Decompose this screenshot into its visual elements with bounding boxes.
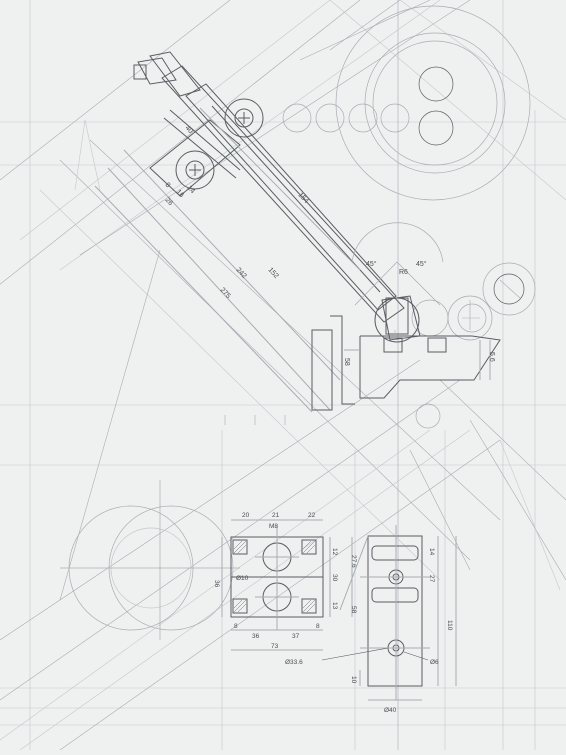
dim-bottom-36: 36: [252, 633, 260, 640]
dim-5-6: 5.6: [488, 352, 495, 362]
leader-dia-33-6: Ø33.6: [285, 659, 303, 666]
arm-assembly: [94, 51, 405, 413]
side-view: [321, 525, 457, 701]
hole-dia-10: Ø10: [236, 575, 249, 582]
dim-8: 8: [164, 182, 172, 190]
dim-top-21: 21: [272, 512, 280, 519]
dim-width-40: Ø40: [384, 707, 397, 714]
dim-242: 242: [235, 267, 248, 280]
angle-arcs: [351, 222, 444, 306]
dim-bottom-37: 37: [292, 633, 300, 640]
dim-45-right: 45°: [416, 260, 427, 268]
dim-275: 275: [219, 287, 232, 300]
tick-marks: [224, 279, 521, 425]
front-view: [221, 519, 353, 651]
dim-side-27: 27: [428, 575, 435, 583]
front-view-labels: 20 21 22 M8 Ø10 36 12 27.6 30 13 58 8 36…: [213, 512, 357, 666]
dim-left-36: 36: [213, 580, 220, 588]
base-block: [311, 295, 501, 411]
dim-58: 58: [343, 358, 350, 366]
thread-m8: M8: [269, 523, 278, 530]
dim-bottom-8-right: 8: [316, 623, 320, 630]
dim-right-58: 58: [350, 606, 357, 614]
dim-26: 26: [164, 197, 175, 208]
side-view-labels: 14 27 110 Ø6 10 Ø40: [350, 548, 453, 714]
dim-40: 40: [184, 125, 195, 136]
dim-top-20: 20: [242, 512, 250, 519]
dim-right-27-6: 27.6: [350, 555, 357, 568]
dim-14: 14: [186, 185, 197, 196]
dim-offset-10: 10: [350, 676, 357, 684]
dim-16: 16: [175, 189, 186, 200]
dim-overall-73: 73: [271, 643, 279, 650]
dim-side-14: 14: [428, 548, 435, 556]
gear-construction-circles: [282, 5, 536, 429]
dim-152: 152: [267, 267, 280, 280]
hole-dia-6: Ø6: [430, 659, 439, 666]
dim-right-12: 12: [331, 548, 338, 556]
dim-45-left: 45°: [366, 260, 377, 268]
dim-top-22: 22: [308, 512, 316, 519]
dim-side-110: 110: [446, 620, 453, 631]
dim-bottom-8-left: 8: [234, 623, 238, 630]
dim-right-30: 30: [331, 574, 338, 582]
dim-r6: R6: [399, 269, 408, 276]
dim-right-13: 13: [331, 602, 338, 610]
wheel-construction-circles: [60, 480, 240, 640]
